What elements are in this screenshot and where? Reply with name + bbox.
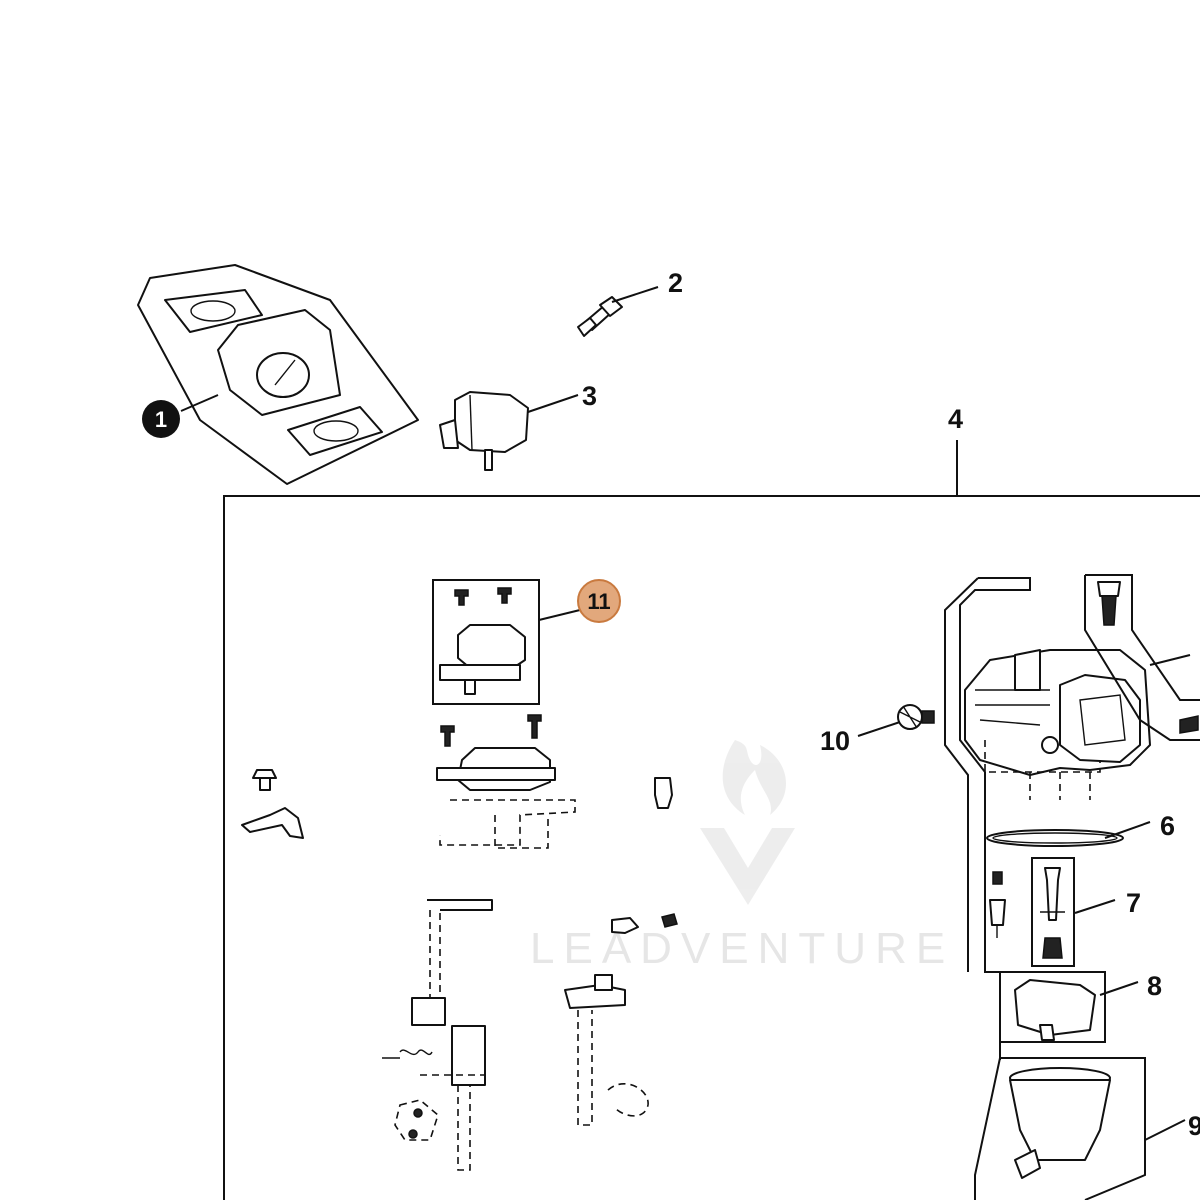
callout-9[interactable]: 9 (1188, 1111, 1200, 1141)
svg-text:11: 11 (587, 589, 610, 614)
part-1-intake-gasket-group[interactable] (137, 264, 419, 485)
screw-and-clip (241, 769, 304, 839)
part-11-inset-box[interactable] (432, 579, 540, 705)
callout-2[interactable]: 2 (668, 268, 683, 298)
callout-3[interactable]: 3 (582, 381, 597, 411)
part-9-float-bowl[interactable] (974, 1057, 1146, 1200)
carburetor-body (964, 649, 1151, 800)
part-10-screw[interactable] (897, 704, 935, 730)
part-3-choke-housing[interactable] (439, 391, 529, 471)
svg-text:1: 1 (155, 407, 167, 432)
solenoid-assembly (436, 714, 576, 849)
choke-shaft (564, 913, 678, 1126)
callout-1[interactable]: 1 (142, 400, 180, 438)
main-jet-parts (989, 871, 1006, 938)
edge-parts (1084, 574, 1200, 741)
watermark-text: LEADVENTURE (530, 924, 954, 973)
part-7-needle-valve-set[interactable] (1031, 857, 1075, 967)
callout-7[interactable]: 7 (1126, 888, 1141, 918)
part-4-carburetor-assembly-frame (223, 440, 1200, 1200)
carburetor-subassembly-frame (944, 577, 1031, 1060)
callout-4[interactable]: 4 (948, 404, 963, 434)
part-8-float[interactable] (1000, 971, 1106, 1043)
watermark-logo (700, 740, 795, 905)
callout-11[interactable]: 11 (577, 579, 621, 623)
part-6-float-bowl-gasket[interactable] (986, 829, 1124, 847)
leader-lines (180, 286, 1191, 1141)
part-2-bolt[interactable] (577, 296, 623, 337)
callout-10[interactable]: 10 (820, 726, 850, 756)
callout-6[interactable]: 6 (1160, 811, 1175, 841)
callout-8[interactable]: 8 (1147, 971, 1162, 1001)
small-fitting (654, 777, 673, 809)
throttle-shaft (382, 899, 493, 1171)
